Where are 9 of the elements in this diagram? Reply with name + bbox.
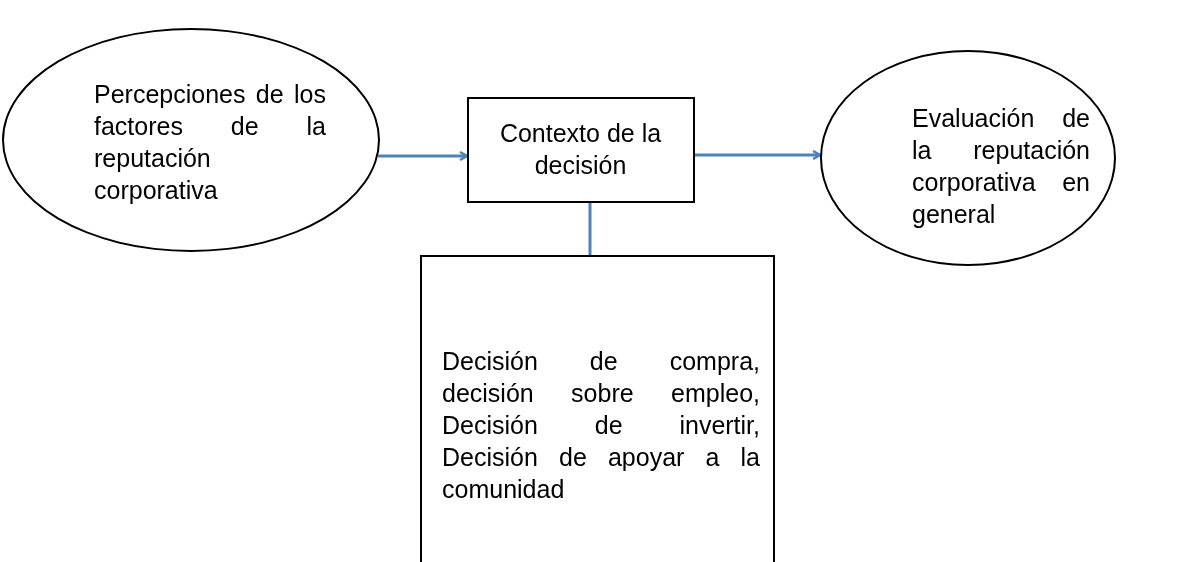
node-label: Percepciones de los factores de la reputación corporativa bbox=[94, 79, 326, 206]
arrow bbox=[378, 150, 469, 162]
node-label: Decisión de compra, decisión sobre empleo, Decisión de invertir, Decisión de apoyar a la comunidad bbox=[442, 346, 760, 505]
node-label: Contexto de la decisión bbox=[498, 118, 663, 181]
arrow bbox=[695, 149, 822, 161]
text-box bbox=[420, 255, 775, 562]
connector-line bbox=[588, 203, 592, 255]
process-box bbox=[467, 97, 695, 203]
node-label: Evaluación de la reputación corporativa en general bbox=[912, 103, 1090, 230]
